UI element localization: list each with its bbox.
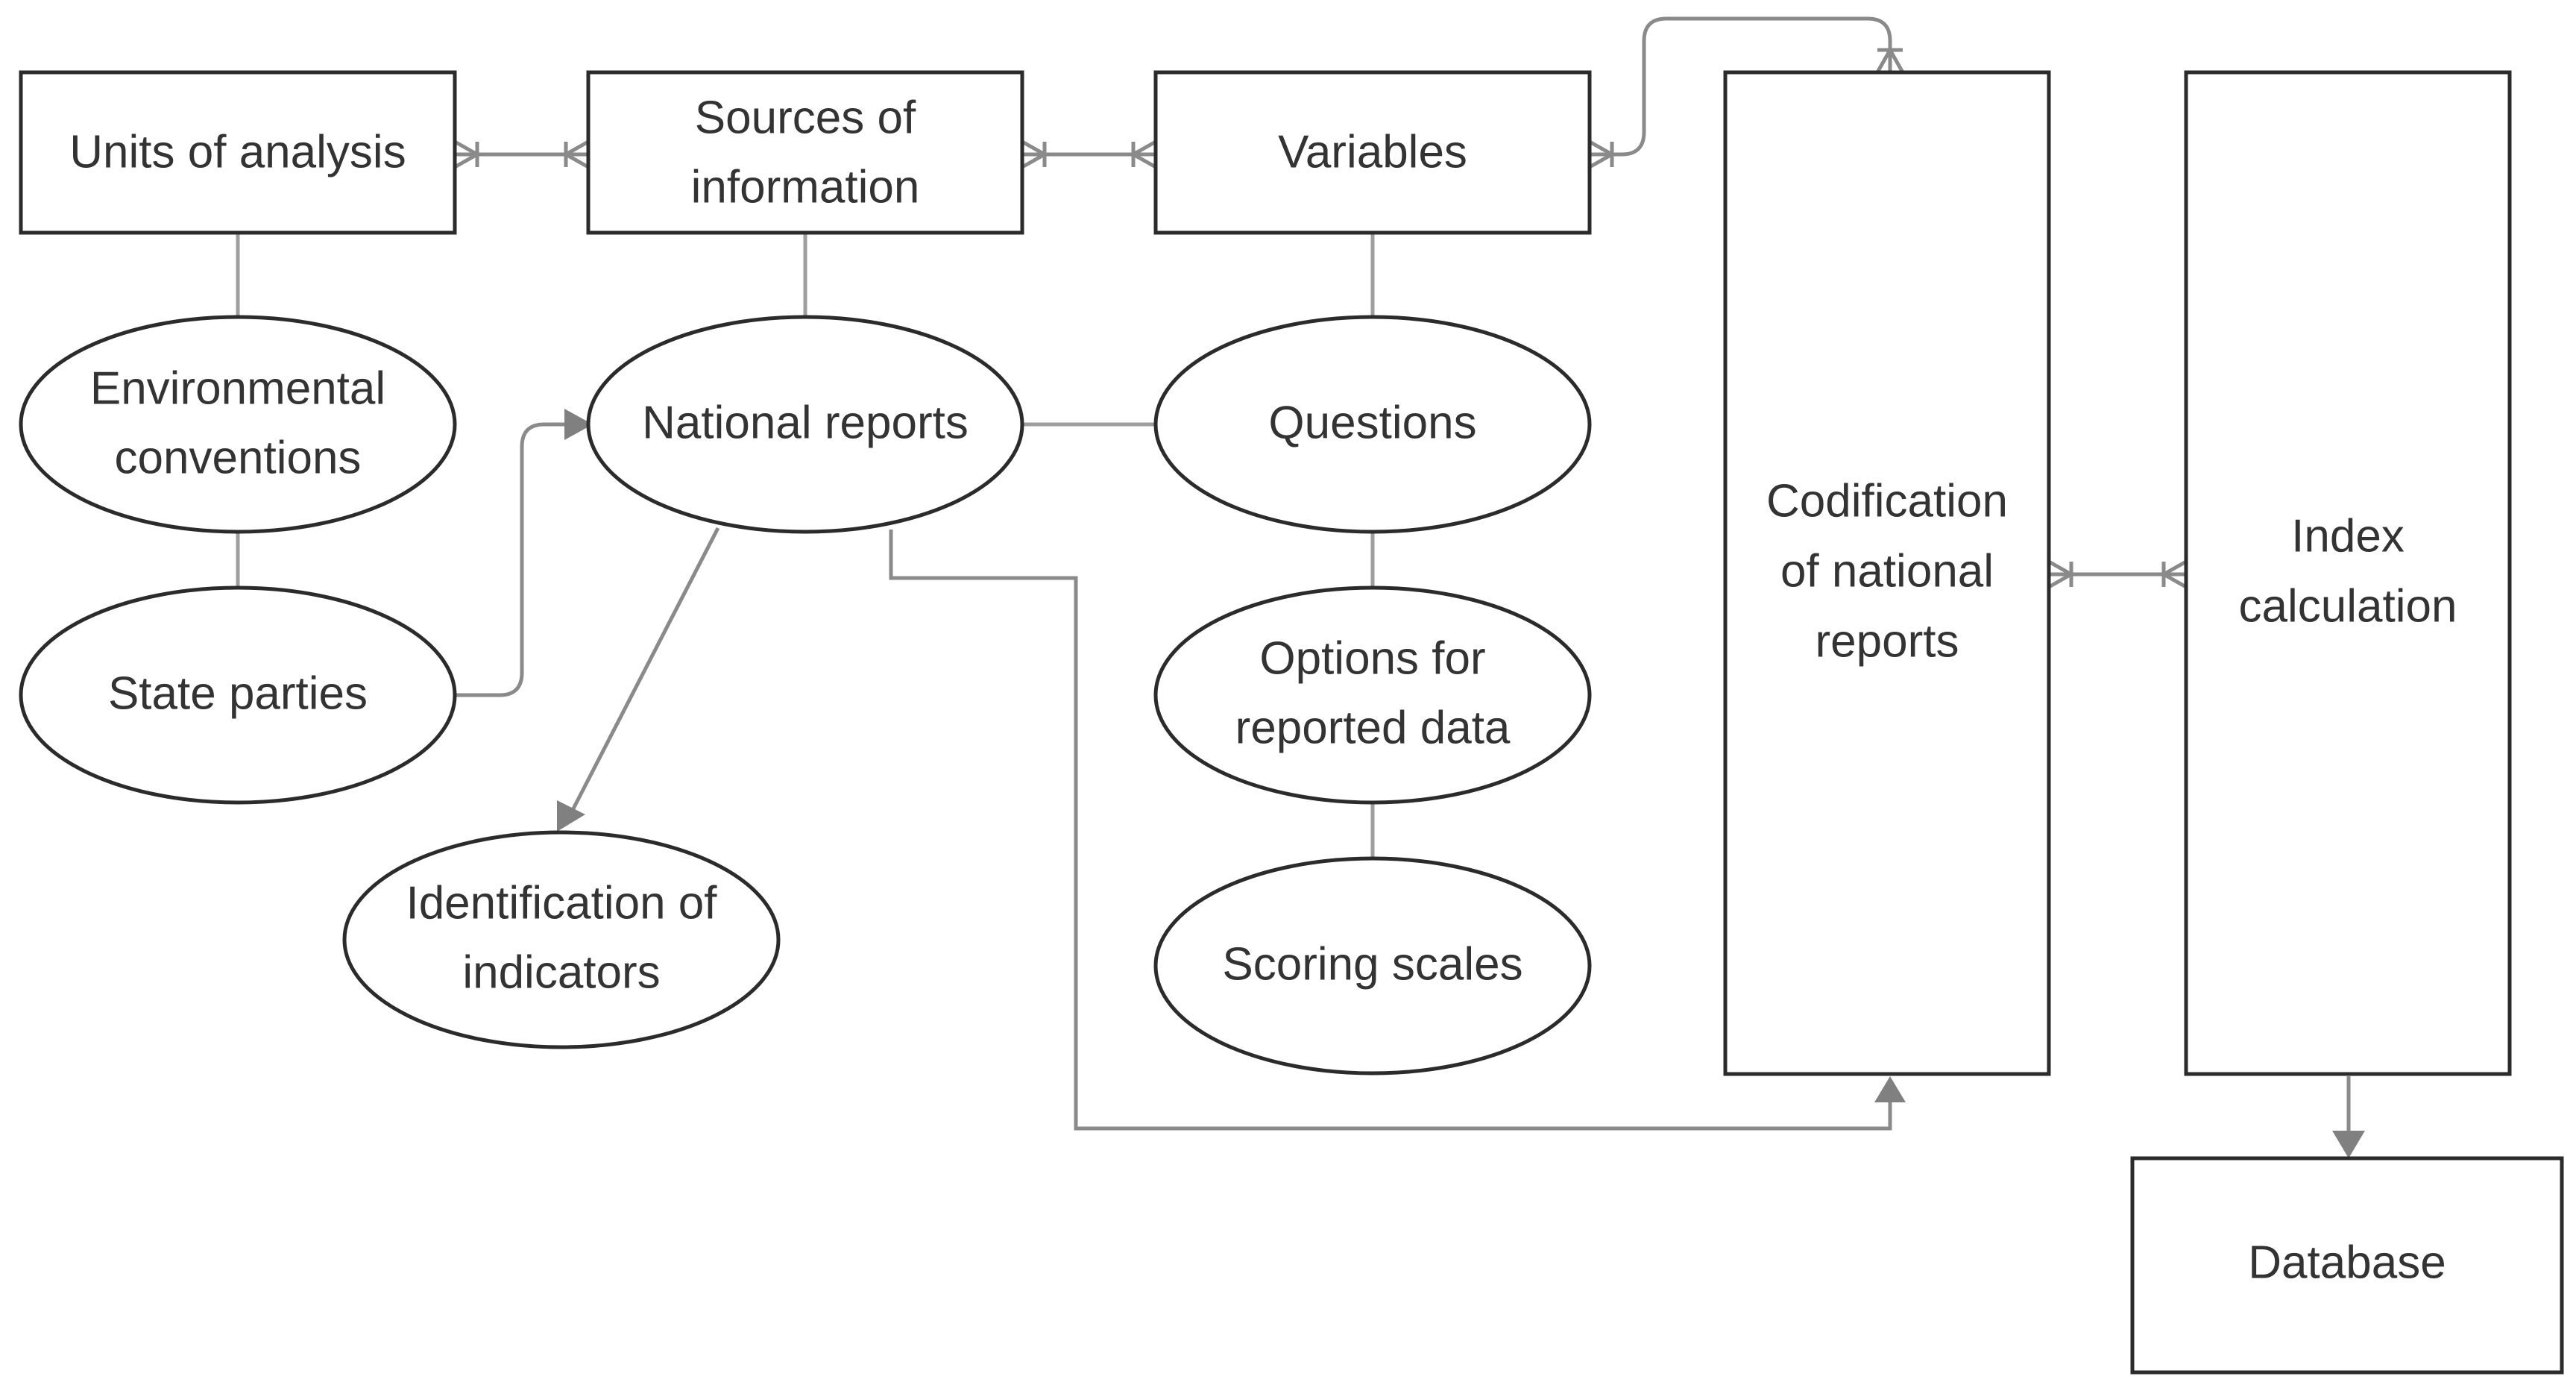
crow-units-right-b [453,152,479,169]
crow-variables-left [1132,139,1157,157]
crow-sources-left [564,139,590,157]
questions-label: Questions [1268,397,1476,448]
identification-of-indicators-ellipse: Identification of indicators [342,830,781,1049]
crow-sources-right [1021,139,1046,157]
crow-sources-left-b [564,152,590,169]
arrow-heads [557,409,2365,1158]
arrowhead-national-left [564,409,593,440]
codification-label-line2: of national [1780,545,1994,597]
environmental-conventions-label-line1: Environmental [90,362,385,414]
index-calculation-label-line2: calculation [2239,580,2457,632]
connectors [236,16,2351,1134]
sources-of-information-label-line2: information [691,161,920,213]
arrow-national-to-codification [889,530,1892,1131]
options-label-line1: Options for [1259,632,1485,684]
arrow-state-to-national [455,422,568,697]
options-label-line2: reported data [1235,702,1511,753]
options-for-reported-data-ellipse: Options for reported data [1153,585,1592,805]
codification-box: Codification of national reports [1723,70,2051,1076]
crow-codification-right [2047,559,2073,577]
arrowhead-identification [557,800,585,832]
crow-variables-right-b [1588,152,1613,169]
arrowhead-codification-bottom [1874,1076,1906,1102]
environmental-conventions-label-line2: conventions [115,432,362,483]
scoring-scales-ellipse: Scoring scales [1153,856,1592,1075]
database-label: Database [2248,1237,2446,1288]
identification-label-line1: Identification of [406,877,717,929]
index-calculation-box: Index calculation [2184,70,2512,1076]
sources-of-information-box: Sources of information [586,70,1024,235]
scoring-scales-label: Scoring scales [1222,938,1522,990]
national-reports-label: National reports [642,397,969,448]
national-reports-ellipse: National reports [586,315,1024,534]
crow-variables-left-b [1132,152,1157,169]
crow-index-left-b [2162,572,2188,589]
variables-box: Variables [1153,70,1592,235]
crow-units-right [453,139,479,157]
crow-codification-top-b [1888,48,1905,74]
crow-sources-right-b [1021,152,1046,169]
arrowhead-database [2332,1131,2365,1158]
relation-variables-codification [1590,16,1892,157]
crows-feet [453,48,2188,589]
crow-codification-top [1875,48,1892,74]
codification-label-line3: reports [1816,615,1959,667]
environmental-conventions-ellipse: Environmental conventions [19,315,457,534]
index-calculation-label-line1: Index [2291,510,2405,562]
crow-variables-right [1588,139,1613,157]
identification-label-line2: indicators [462,946,660,998]
questions-ellipse: Questions [1153,315,1592,534]
state-parties-ellipse: State parties [19,585,457,805]
database-box: Database [2130,1156,2564,1375]
units-of-analysis-box: Units of analysis [19,70,457,235]
crow-index-left [2162,559,2188,577]
codification-label-line1: Codification [1766,475,2008,527]
units-of-analysis-label: Units of analysis [69,126,406,178]
state-parties-label: State parties [108,668,368,719]
arrow-national-to-identification [569,527,720,814]
crow-codification-right-b [2047,572,2073,589]
sources-of-information-label-line1: Sources of [695,92,916,143]
variables-label: Variables [1278,126,1467,178]
